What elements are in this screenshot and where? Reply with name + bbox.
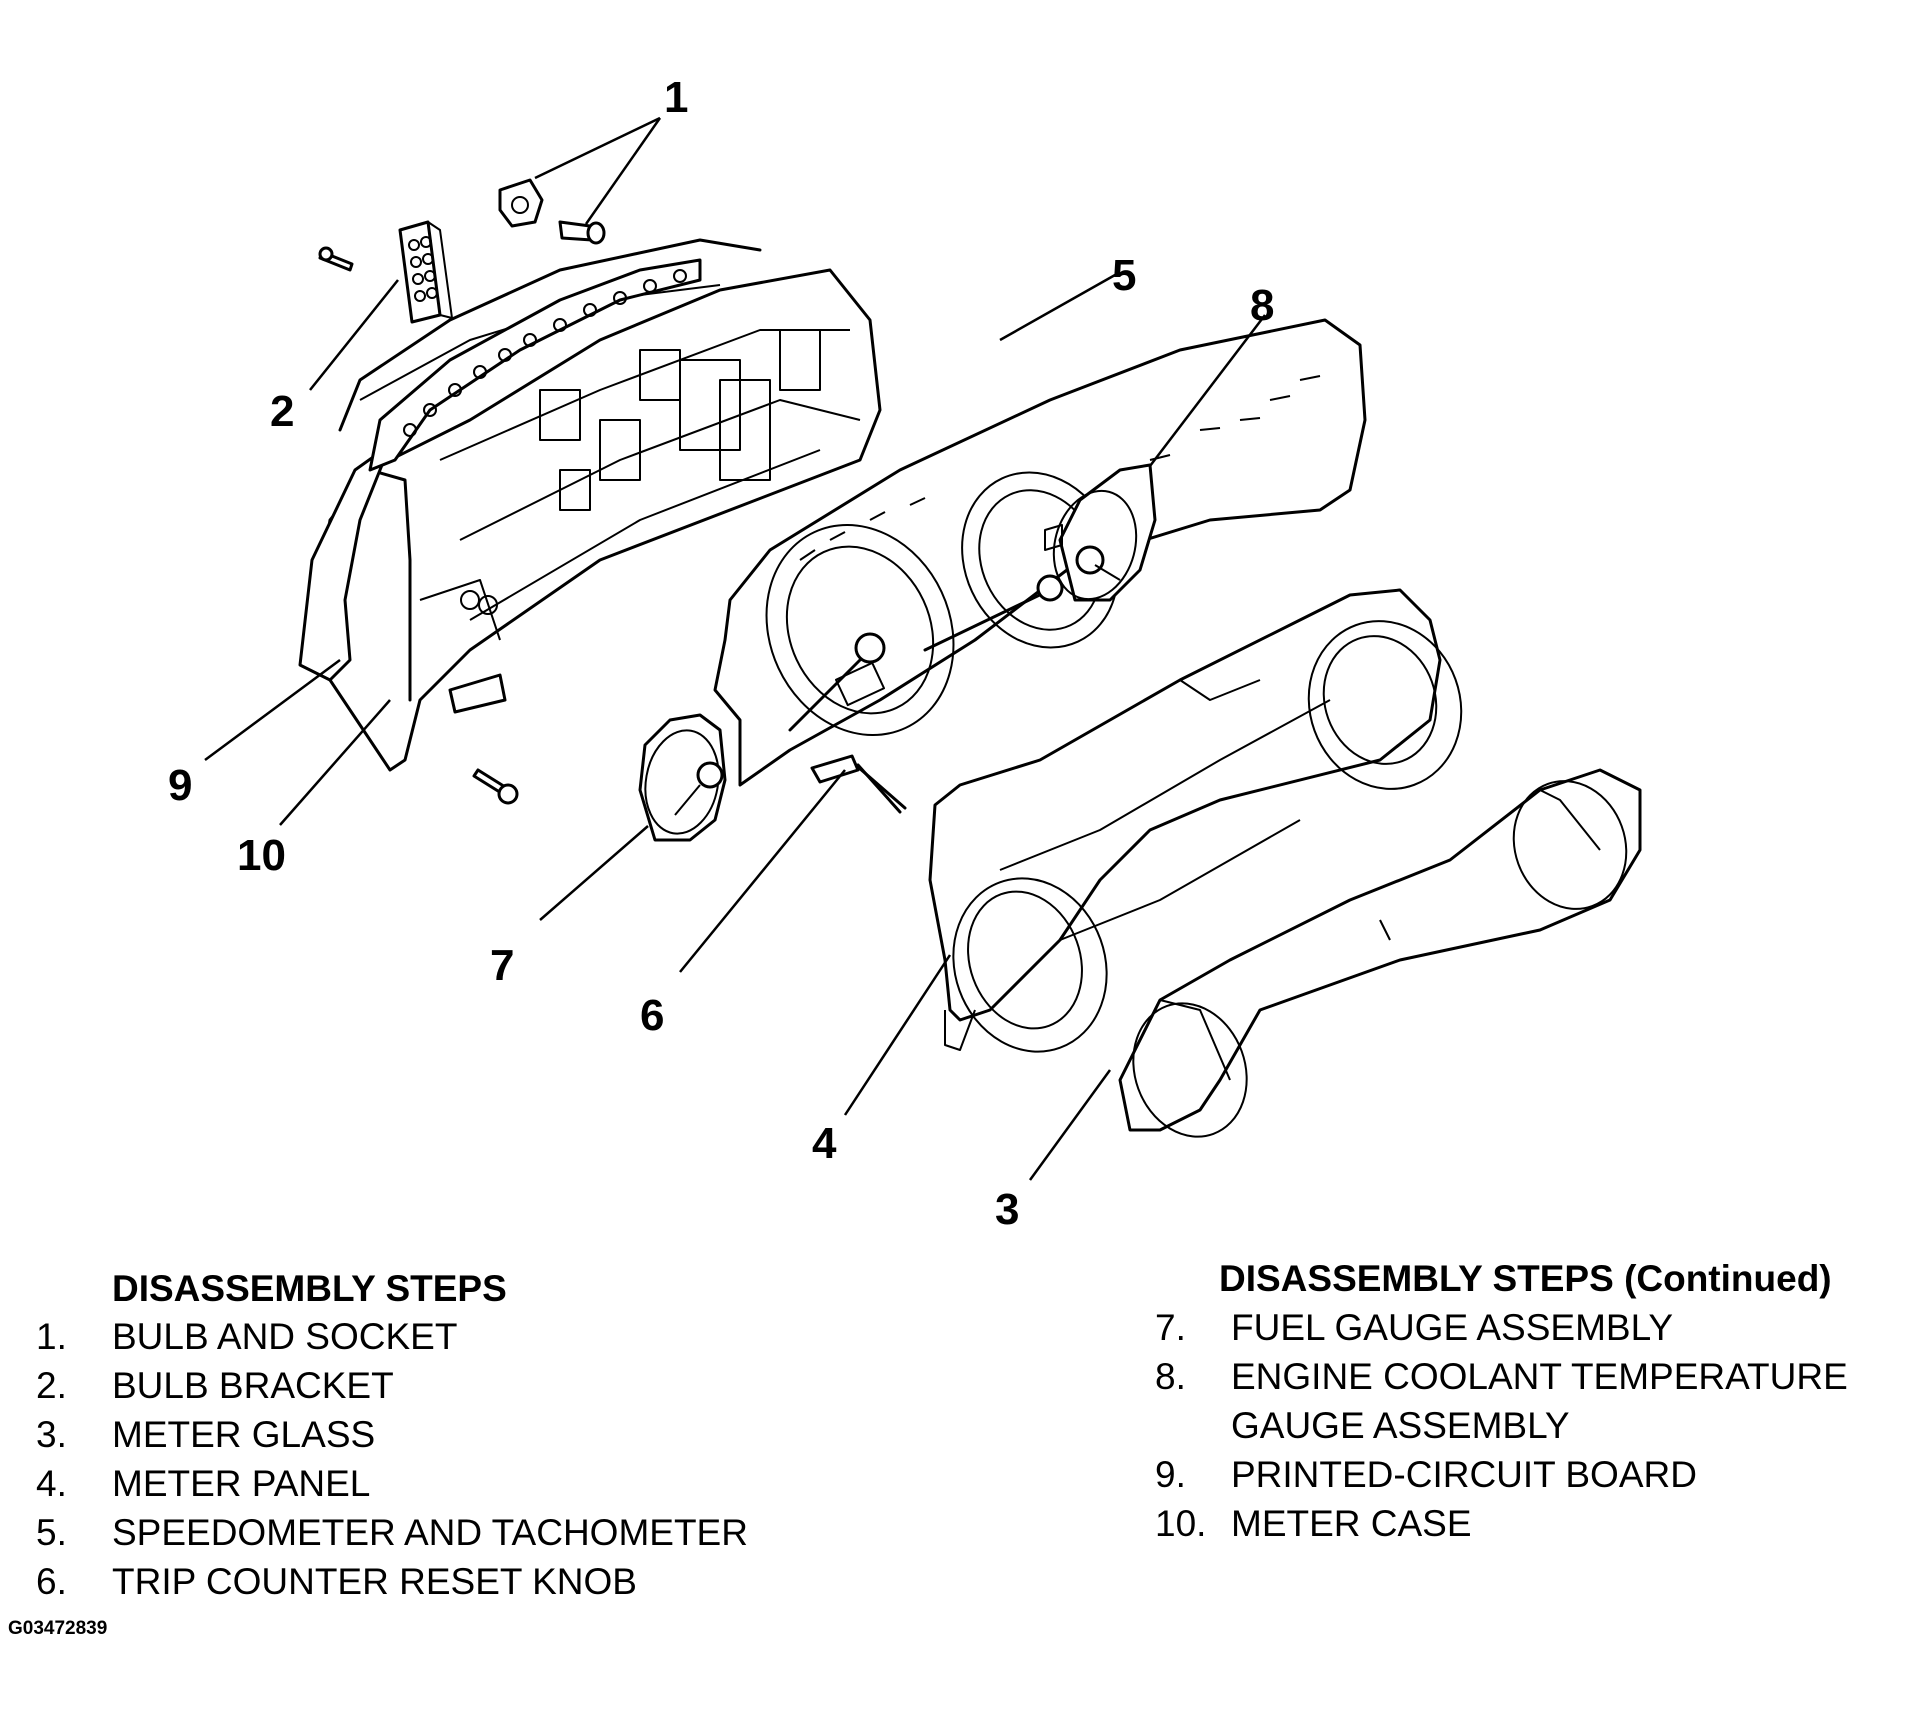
step-number: 10. [1155, 1503, 1207, 1544]
speedometer-tachometer-part [713, 318, 1367, 787]
step-text: METER GLASS [112, 1414, 376, 1455]
callout-4: 4 [812, 1119, 837, 1168]
leader-lines [204, 116, 1266, 1181]
callout-1: 1 [664, 73, 688, 122]
step-item: 9. PRINTED-CIRCUIT BOARD [1155, 1450, 1848, 1499]
figure-id: G03472839 [8, 1618, 108, 1639]
callout-6: 6 [640, 991, 664, 1040]
step-number: 7. [1155, 1307, 1186, 1348]
callout-10: 10 [237, 831, 286, 880]
step-item: 5. SPEEDOMETER AND TACHOMETER [36, 1508, 748, 1557]
callout-5: 5 [1112, 251, 1136, 300]
bulb-and-socket-part [498, 178, 606, 245]
step-item: 8. ENGINE COOLANT TEMPERATURE GAUGE ASSEM… [1155, 1352, 1848, 1450]
step-number: 6. [36, 1561, 67, 1602]
callout-3: 3 [995, 1185, 1019, 1234]
callout-7: 7 [490, 941, 514, 990]
steps-right-list: 7. FUEL GAUGE ASSEMBLY 8. ENGINE COOLANT T… [1155, 1303, 1848, 1548]
callout-2: 2 [270, 387, 294, 436]
step-text: FUEL GAUGE ASSEMBLY [1231, 1307, 1674, 1348]
step-item: 6. TRIP COUNTER RESET KNOB [36, 1557, 748, 1606]
meter-panel-part [928, 588, 1463, 1053]
step-text: PRINTED-CIRCUIT BOARD [1231, 1454, 1697, 1495]
steps-left-title: DISASSEMBLY STEPS [112, 1268, 507, 1309]
step-number: 1. [36, 1316, 67, 1357]
meter-glass-part [1118, 768, 1642, 1138]
steps-right-title: DISASSEMBLY STEPS (Continued) [1219, 1258, 1832, 1299]
step-item: 1. BULB AND SOCKET [36, 1312, 748, 1361]
fuel-gauge-part [638, 713, 727, 842]
step-number: 3. [36, 1414, 67, 1455]
step-text: ENGINE COOLANT TEMPERATURE GAUGE ASSEMBL… [1231, 1356, 1848, 1446]
step-number: 4. [36, 1463, 67, 1504]
trip-reset-knob-part [810, 754, 907, 814]
step-item: 10. METER CASE [1155, 1499, 1848, 1548]
step-text: TRIP COUNTER RESET KNOB [112, 1561, 637, 1602]
step-number: 8. [1155, 1356, 1186, 1397]
bulb-bracket-part [398, 220, 453, 324]
steps-left-list: 1. BULB AND SOCKET 2. BULB BRACKET 3. METER… [36, 1312, 748, 1606]
step-item: 2. BULB BRACKET [36, 1361, 748, 1410]
step-number: 9. [1155, 1454, 1186, 1495]
step-item: 7. FUEL GAUGE ASSEMBLY [1155, 1303, 1848, 1352]
step-text: SPEEDOMETER AND TACHOMETER [112, 1512, 748, 1553]
step-text: METER PANEL [112, 1463, 371, 1504]
step-item: 4. METER PANEL [36, 1459, 748, 1508]
step-text: BULB BRACKET [112, 1365, 394, 1406]
step-number: 5. [36, 1512, 67, 1553]
callout-8: 8 [1250, 281, 1274, 330]
callout-9: 9 [168, 761, 192, 810]
step-number: 2. [36, 1365, 67, 1406]
coolant-temp-gauge-part [1044, 463, 1157, 602]
step-item: 3. METER GLASS [36, 1410, 748, 1459]
step-text: METER CASE [1231, 1503, 1472, 1544]
screw-bottom [472, 768, 519, 805]
step-text: BULB AND SOCKET [112, 1316, 458, 1357]
screw-top [318, 246, 354, 272]
pcb-strip [368, 258, 702, 472]
